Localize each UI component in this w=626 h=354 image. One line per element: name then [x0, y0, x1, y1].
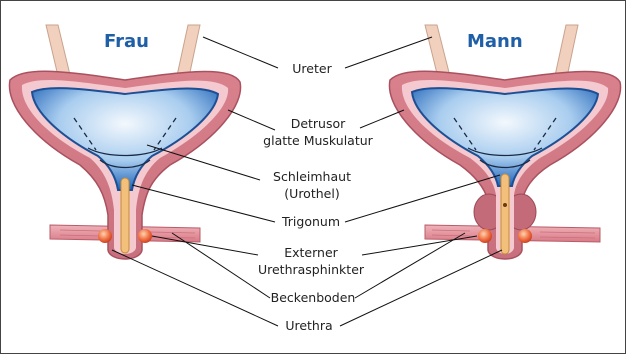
male-sphincter-right [518, 229, 532, 243]
label-detrusor: Detrusor [291, 116, 346, 131]
male-sphincter-left [478, 229, 492, 243]
label-sphincter: Externer [284, 245, 338, 260]
label-pelvic-floor: Beckenboden [271, 290, 356, 305]
label-trigonum: Trigonum [281, 214, 340, 229]
female-bladder [9, 25, 240, 259]
heading-male: Mann [467, 31, 523, 52]
male-bladder [389, 25, 620, 259]
label-mucosa-sub: (Urothel) [284, 186, 339, 201]
male-urethra-channel [501, 174, 509, 254]
female-sphincter-right [138, 229, 152, 243]
label-sphincter-sub: Urethrasphinkter [258, 262, 365, 277]
female-urethra-channel [121, 178, 129, 253]
female-sphincter-left [98, 229, 112, 243]
heading-female: Frau [104, 31, 149, 52]
label-detrusor-sub: glatte Muskulatur [263, 133, 373, 148]
label-ureter: Ureter [292, 61, 332, 76]
label-mucosa: Schleimhaut [273, 169, 351, 184]
label-urethra: Urethra [285, 318, 332, 333]
